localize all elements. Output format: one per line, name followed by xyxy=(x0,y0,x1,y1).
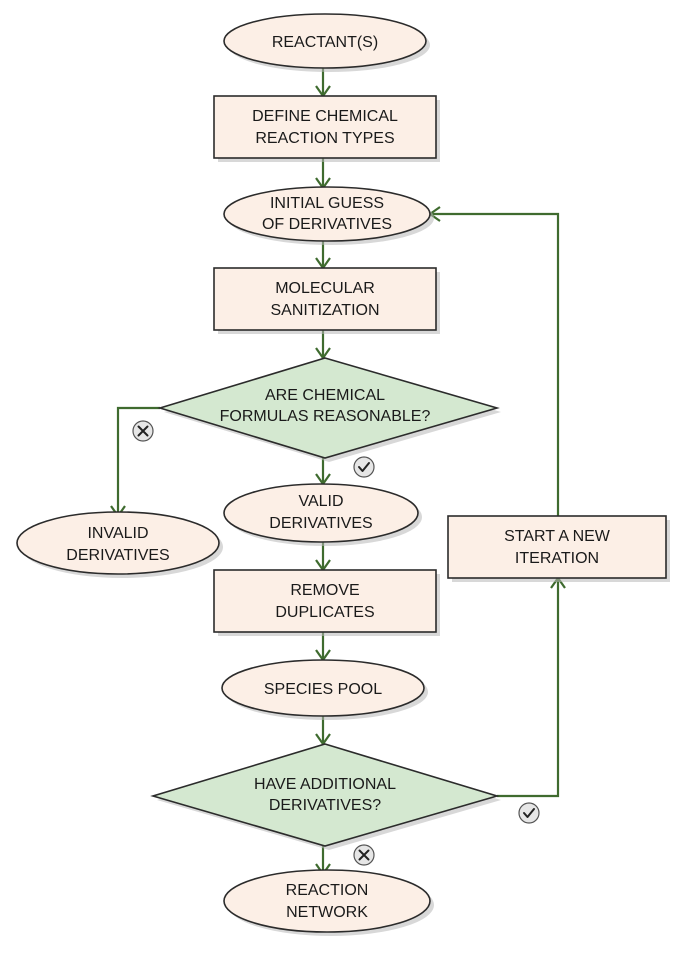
node-new-iteration: START A NEW ITERATION xyxy=(447,515,670,582)
decision-formulas-line-2: FORMULAS REASONABLE? xyxy=(220,408,431,425)
node-reaction-network-line-2: NETWORK xyxy=(286,904,368,921)
node-new-iteration-line-1: START A NEW xyxy=(504,528,611,545)
cross-icon xyxy=(132,420,154,442)
node-remove-duplicates-line-1: REMOVE xyxy=(290,582,359,599)
node-define-types: DEFINE CHEMICAL REACTION TYPES xyxy=(213,95,440,162)
node-initial-guess-line-2: OF DERIVATIVES xyxy=(262,216,392,233)
node-sanitization-line-1: MOLECULAR xyxy=(275,280,375,297)
node-sanitization-line-2: SANITIZATION xyxy=(270,302,379,319)
node-reaction-network-line-1: REACTION xyxy=(286,882,369,899)
node-define-types-line-1: DEFINE CHEMICAL xyxy=(252,108,398,125)
node-invalid: INVALID DERIVATIVES xyxy=(16,511,223,578)
node-valid-line-2: DERIVATIVES xyxy=(269,515,372,532)
node-remove-duplicates: REMOVE DUPLICATES xyxy=(213,569,440,636)
decision-additional: HAVE ADDITIONAL DERIVATIVES? xyxy=(150,743,501,850)
node-species-pool: SPECIES POOL xyxy=(221,659,428,720)
edge-iteration-to-guess xyxy=(430,212,560,516)
node-valid-line-1: VALID xyxy=(298,493,343,510)
node-reactants-line-1: REACTANT(S) xyxy=(272,34,378,51)
node-remove-duplicates-line-2: DUPLICATES xyxy=(275,604,374,621)
node-initial-guess: INITIAL GUESS OF DERIVATIVES xyxy=(223,186,434,245)
decision-additional-line-1: HAVE ADDITIONAL xyxy=(254,776,396,793)
node-invalid-line-2: DERIVATIVES xyxy=(66,547,169,564)
edge-additional-to-iteration xyxy=(497,578,560,798)
edge-formulas-to-invalid xyxy=(116,406,160,516)
decision-formulas-line-1: ARE CHEMICAL xyxy=(265,387,385,404)
check-icon xyxy=(353,456,375,478)
node-species-pool-line-1: SPECIES POOL xyxy=(264,681,382,698)
decision-additional-line-2: DERIVATIVES? xyxy=(269,797,381,814)
node-define-types-line-2: REACTION TYPES xyxy=(255,130,394,147)
node-reaction-network: REACTION NETWORK xyxy=(223,869,434,936)
decision-formulas: ARE CHEMICAL FORMULAS REASONABLE? xyxy=(157,357,501,462)
node-valid: VALID DERIVATIVES xyxy=(223,483,422,546)
node-new-iteration-line-2: ITERATION xyxy=(515,550,599,567)
node-initial-guess-line-1: INITIAL GUESS xyxy=(270,195,384,212)
node-invalid-line-1: INVALID xyxy=(87,525,148,542)
node-reactants: REACTANT(S) xyxy=(223,13,430,72)
node-sanitization: MOLECULAR SANITIZATION xyxy=(213,267,440,334)
cross-icon xyxy=(353,844,375,866)
check-icon xyxy=(518,802,540,824)
